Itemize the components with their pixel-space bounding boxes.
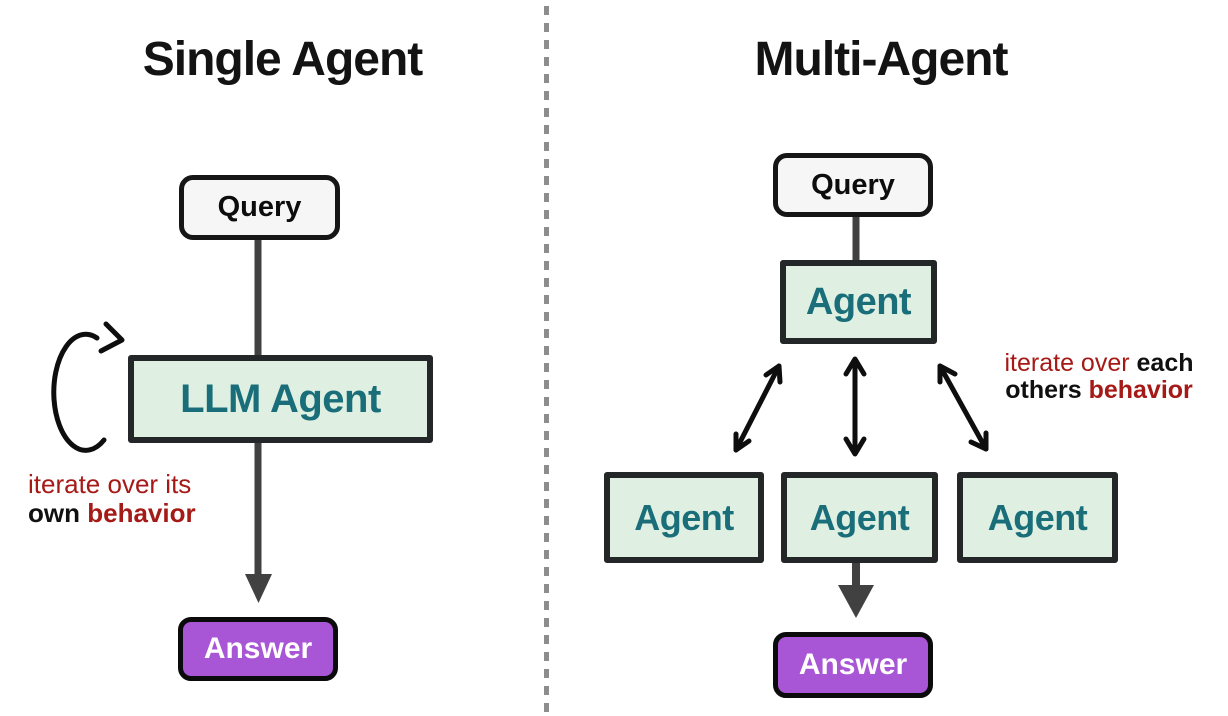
agent-to-answer-arrowhead-icon <box>838 585 874 618</box>
annotation-line: own behavior <box>28 498 196 528</box>
bidirectional-arrow-right-icon <box>937 363 989 452</box>
self-loop-arrowhead-icon <box>98 321 125 354</box>
annotation-line: iterate over its <box>28 469 192 499</box>
single-agent-title: Single Agent <box>142 33 424 86</box>
self-loop-arrow-icon <box>51 331 107 453</box>
bidirectional-arrow-middle-icon <box>843 356 867 457</box>
coordinator-agent-node: Agent <box>780 260 937 344</box>
llm-agent-node: LLM Agent <box>128 355 433 443</box>
single-query-node: Query <box>179 175 340 240</box>
multi-agent-title: Multi-Agent <box>754 33 1009 86</box>
llm-to-answer-arrowhead-icon <box>245 574 272 603</box>
single-iteration-annotation: iterate over its own behavior <box>28 470 258 528</box>
annotation-line: iterate over each <box>1004 349 1194 377</box>
multi-query-node: Query <box>773 153 933 217</box>
multi-answer-node: Answer <box>773 632 933 698</box>
annotation-line: others behavior <box>1005 376 1193 404</box>
worker-agent-node: Agent <box>957 472 1118 563</box>
worker-agent-node: Agent <box>781 472 938 563</box>
worker-agent-node: Agent <box>604 472 764 563</box>
multi-iteration-annotation: iterate over each others behavior <box>985 350 1213 404</box>
single-answer-node: Answer <box>178 617 338 681</box>
bidirectional-arrow-left-icon <box>733 363 783 453</box>
panel-divider <box>544 6 549 712</box>
